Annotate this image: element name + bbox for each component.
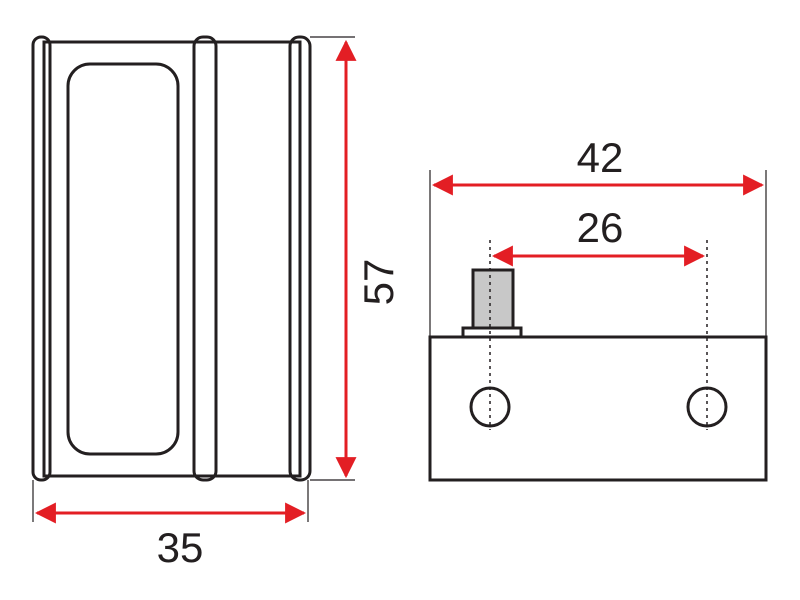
hole-left bbox=[469, 386, 511, 428]
dim-width-side-label: 42 bbox=[577, 134, 624, 181]
front-band-right bbox=[288, 35, 312, 482]
front-window bbox=[66, 62, 180, 456]
pin bbox=[471, 268, 515, 330]
hole-right bbox=[686, 386, 728, 428]
front-body bbox=[42, 40, 302, 478]
dim-width-front-label: 35 bbox=[157, 524, 204, 571]
dim-height-label: 57 bbox=[355, 259, 402, 306]
dim-hole-spacing-label: 26 bbox=[577, 204, 624, 251]
front-band-left bbox=[31, 35, 52, 482]
side-body bbox=[428, 335, 768, 482]
side-view: 42 26 bbox=[428, 134, 768, 482]
front-band-middle bbox=[192, 35, 218, 482]
front-view: 57 35 bbox=[31, 35, 402, 571]
